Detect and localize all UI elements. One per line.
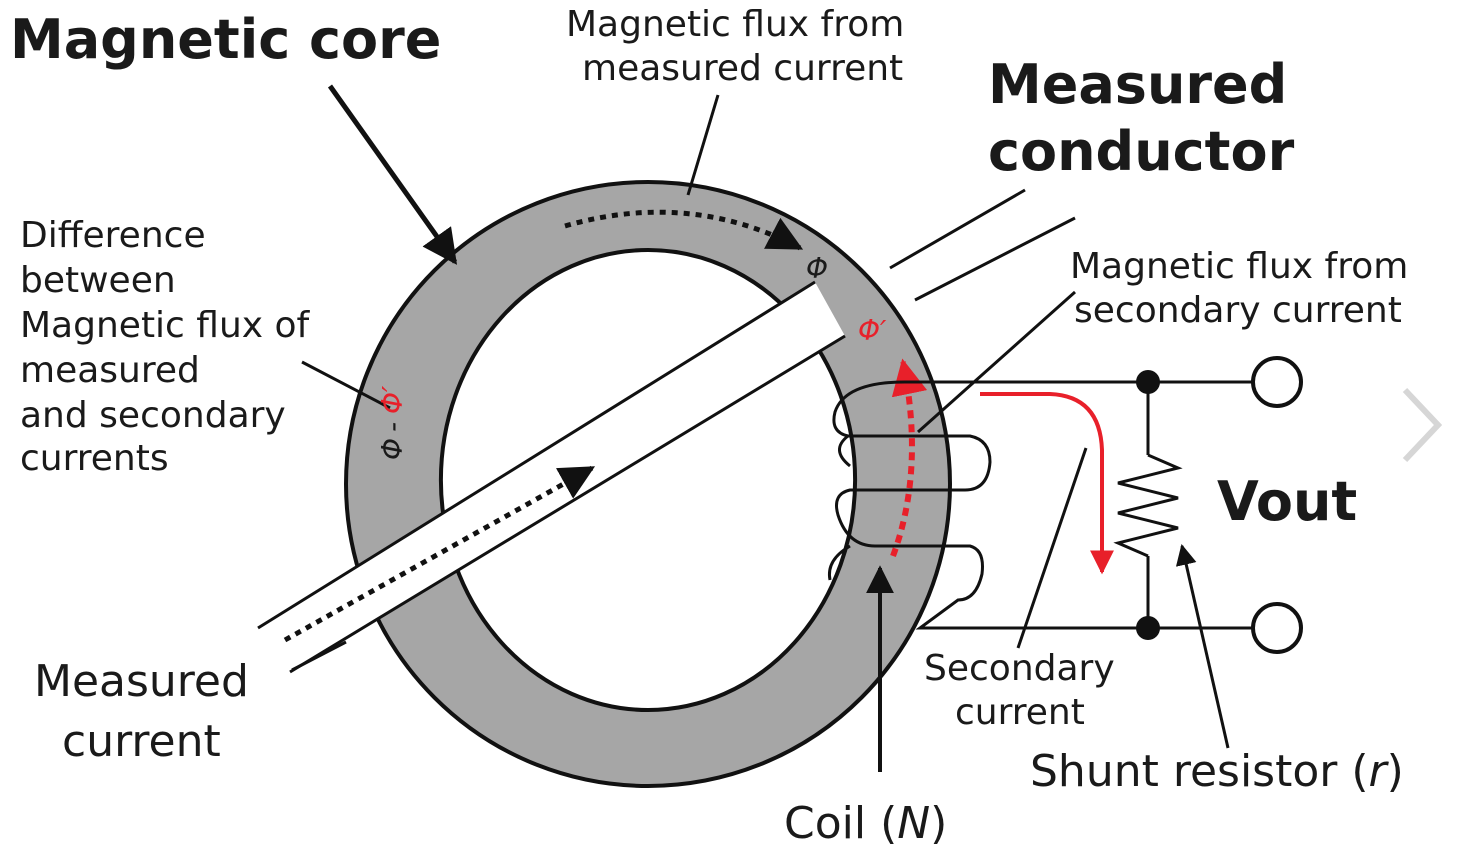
label-measured-conductor-1: Measured [988,53,1287,116]
label-vout: Vout [1217,470,1357,533]
label-measured-conductor-2: conductor [988,120,1295,183]
secondary-circuit [905,356,1303,654]
coil-winding [827,380,1275,630]
label-difference-1: between [20,260,176,301]
symbol-phi-prime: Φ′ [858,314,887,347]
svg-text:-: - [376,422,409,432]
flux-measured-arrow [564,209,804,251]
chevron-right-icon[interactable] [1390,380,1450,470]
label-measured-current-2: current [62,716,221,767]
svg-text:Φ: Φ [376,438,409,460]
label-secondary-current-1: Secondary [924,648,1115,689]
difference-leader [301,360,391,410]
core-leader [327,84,458,265]
label-flux-secondary-2: secondary current [1074,290,1402,331]
terminal-top [1251,356,1303,408]
secondary-current-leader [1016,447,1088,649]
magnetic-core [344,179,952,789]
flux-measured-leader [686,94,720,196]
label-difference-4: and secondary [20,395,286,436]
label-coil: Coil (N) [784,798,947,849]
label-difference-5: currents [20,438,169,479]
flux-secondary-leader [917,290,1076,434]
shunt-leader [1175,543,1230,749]
label-difference-2: Magnetic flux of [20,305,311,346]
label-difference-0: Difference [20,215,206,256]
label-measured-current-1: Measured [34,656,249,707]
label-flux-secondary-1: Magnetic flux from [1070,246,1408,287]
terminal-bottom [1251,602,1303,654]
label-shunt-resistor: Shunt resistor (r) [1030,746,1404,797]
svg-text:Φ′: Φ′ [376,385,409,414]
measured-current-leader [291,640,347,672]
label-flux-measured-2: measured current [582,48,903,89]
flux-secondary-arrow [890,358,928,558]
label-secondary-current-2: current [955,692,1085,733]
symbol-phi: Φ [806,252,828,285]
label-magnetic-core: Magnetic core [10,8,441,71]
measured-current-arrow [283,465,596,643]
symbol-phi-difference: Φ - Φ′ [376,385,409,460]
label-flux-measured-1: Magnetic flux from [566,4,904,45]
label-difference-3: measured [20,350,200,391]
secondary-current-arrow [980,392,1114,575]
conductor-back [889,188,1076,302]
